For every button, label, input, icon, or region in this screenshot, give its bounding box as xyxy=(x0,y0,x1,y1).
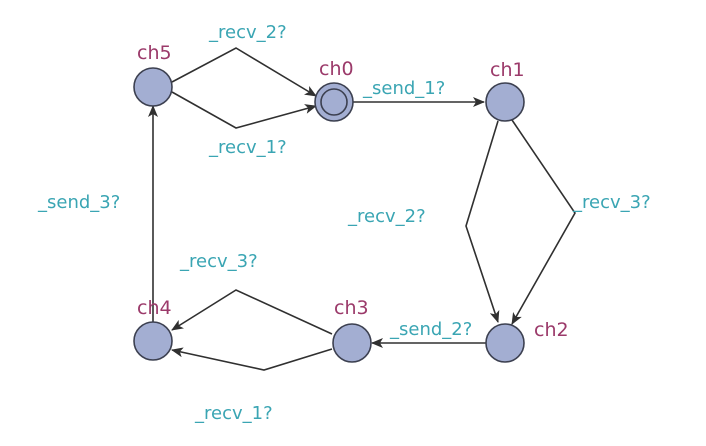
edge-ch1-ch2-right[interactable] xyxy=(511,119,576,325)
state-ch1[interactable] xyxy=(485,82,525,122)
edge-label-ch0-ch1: _send_1? xyxy=(362,78,445,99)
state-ch4[interactable] xyxy=(133,321,173,361)
initial-marker-icon xyxy=(320,88,348,116)
state-label-ch2: ch2 xyxy=(534,319,569,341)
state-label-ch4: ch4 xyxy=(137,297,172,319)
edge-ch1-ch2-left[interactable] xyxy=(465,120,500,323)
state-ch3[interactable] xyxy=(332,323,372,363)
edge-ch3-ch4-lower[interactable] xyxy=(171,347,333,371)
edge-label-ch3-ch4-upper: _recv_3? xyxy=(179,251,258,272)
edge-ch3-ch4-upper[interactable] xyxy=(171,289,333,335)
state-ch5[interactable] xyxy=(133,67,173,107)
state-label-ch0: ch0 xyxy=(319,58,354,80)
edge-label-ch5-ch0-lower: _recv_1? xyxy=(208,137,287,158)
state-ch2[interactable] xyxy=(485,323,525,363)
edge-ch5-ch0-upper[interactable] xyxy=(171,47,317,97)
state-ch0[interactable] xyxy=(314,82,354,122)
edge-label-ch1-ch2-left: _recv_2? xyxy=(347,206,426,227)
state-label-ch1: ch1 xyxy=(490,59,525,81)
edge-ch5-ch0-lower[interactable] xyxy=(171,91,317,129)
edge-label-ch1-ch2-right: _recv_3? xyxy=(572,192,651,213)
state-label-ch3: ch3 xyxy=(334,297,369,319)
state-label-ch5: ch5 xyxy=(137,42,172,64)
edge-label-ch4-ch5: _send_3? xyxy=(37,192,120,213)
edge-label-ch2-ch3: _send_2? xyxy=(389,319,472,340)
edge-label-ch3-ch4-lower: _recv_1? xyxy=(194,403,273,424)
edge-label-ch5-ch0-upper: _recv_2? xyxy=(208,22,287,43)
